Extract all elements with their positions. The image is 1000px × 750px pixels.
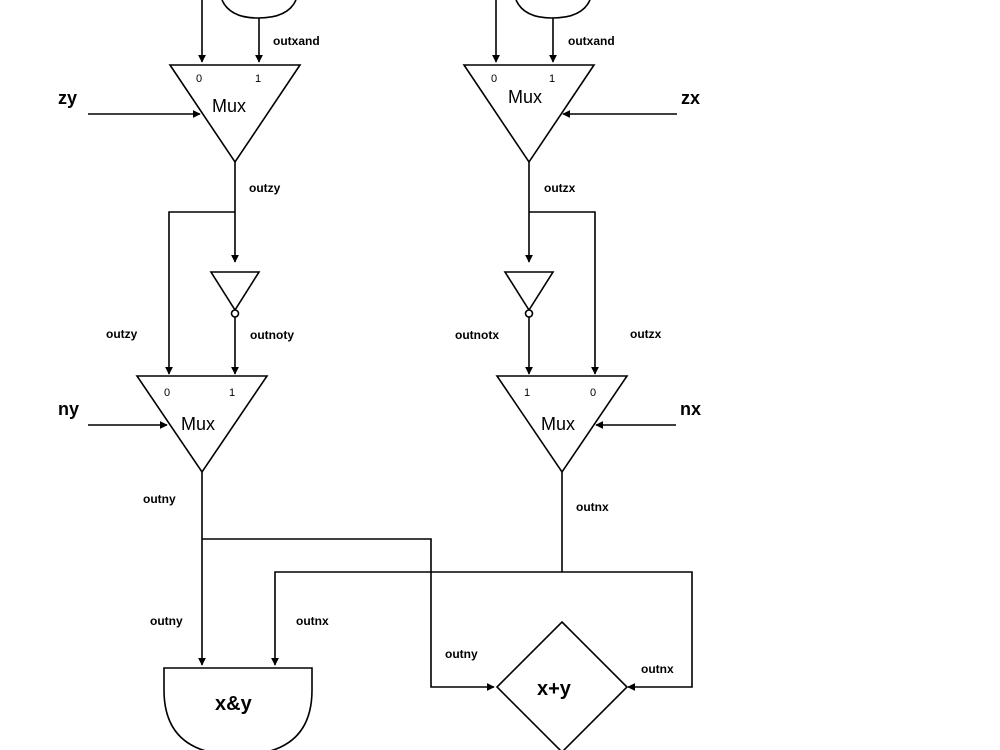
mux-zy-pin-0: 0: [196, 73, 202, 85]
wire-outny-to-add: [202, 538, 495, 691]
label-outny-add: outny: [445, 647, 478, 661]
input-ny-label: ny: [58, 399, 79, 419]
add-diamond: [495, 620, 629, 750]
mux-zy-label: Mux: [212, 96, 246, 116]
mux-zx-label: Mux: [508, 87, 542, 107]
mux-ny: [135, 375, 269, 474]
label-outnx-add: outnx: [641, 662, 674, 676]
wire-outzx-right: [529, 211, 599, 375]
mux-nx-pin-1: 1: [524, 387, 530, 399]
mux-zx: [462, 64, 596, 164]
mux-ny-pin-0: 0: [164, 387, 170, 399]
not-gate-y-bubble: [230, 309, 240, 318]
mux-nx-pin-0: 0: [590, 387, 596, 399]
mux-zx-pin-0: 0: [491, 73, 497, 85]
not-gate-y: [209, 271, 261, 312]
input-zy-label: zy: [58, 88, 77, 108]
top-left-and-gate: [221, 0, 297, 19]
input-nx-label: nx: [680, 399, 701, 419]
wire-outzy-left: [165, 211, 235, 375]
label-outnx-top: outnx: [576, 500, 609, 514]
mux-zy: [168, 64, 302, 164]
label-outny-top: outny: [143, 492, 176, 506]
label-outzy-top: outzy: [249, 181, 281, 195]
label-outnotx: outnotx: [455, 328, 499, 342]
mux-ny-label: Mux: [181, 414, 215, 434]
wire-outnx-to-and: [271, 571, 562, 666]
label-outnoty: outnoty: [250, 328, 294, 342]
label-outzx-right: outzx: [630, 327, 662, 341]
top-right-and-gate: [515, 0, 591, 19]
label-outzx-top: outzx: [544, 181, 576, 195]
label-outny-and: outny: [150, 614, 183, 628]
mux-zx-pin-1: 1: [549, 73, 555, 85]
mux-nx-label: Mux: [541, 414, 575, 434]
label-outxand-left: outxand: [273, 34, 320, 48]
label-outxand-right: outxand: [568, 34, 615, 48]
add-diamond-label: x+y: [537, 678, 572, 700]
not-gate-x: [503, 271, 555, 312]
mux-nx: [495, 375, 629, 474]
label-outnx-and: outnx: [296, 614, 329, 628]
and-gate: [163, 667, 313, 750]
not-gate-x-bubble: [524, 309, 534, 318]
mux-zy-pin-1: 1: [255, 73, 261, 85]
and-gate-label: x&y: [215, 693, 253, 715]
input-zx-label: zx: [681, 88, 700, 108]
mux-ny-pin-1: 1: [229, 387, 235, 399]
label-outzy-left: outzy: [106, 327, 138, 341]
wire-outnx-to-add: [562, 571, 693, 691]
